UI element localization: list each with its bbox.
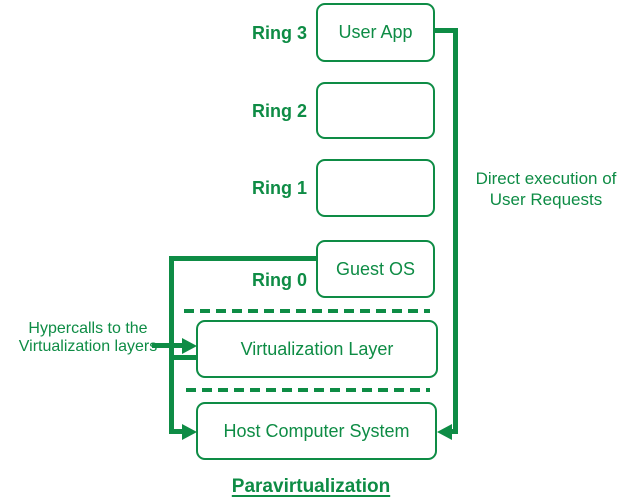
ring-0-label: Ring 0 [251, 270, 307, 290]
direct-execution-label: Direct execution of User Requests [460, 168, 631, 210]
ring-1-label: Ring 1 [251, 178, 307, 198]
hypercalls-label-line1: Hypercalls to the [28, 320, 148, 337]
diagram-title: Paravirtualization [231, 476, 391, 497]
direct-execution-line-top [434, 28, 458, 33]
virtualization-layer-output-stub [171, 355, 197, 360]
direct-execution-label-line1: Direct execution of [475, 169, 617, 188]
ring-2-label: Ring 2 [251, 101, 307, 121]
ring-2-box [316, 82, 435, 139]
dashed-separator-virtualization-host [186, 388, 430, 392]
guest-os-box: Guest OS [316, 240, 435, 298]
hypercalls-label: Hypercalls to the Virtualization layers [0, 320, 176, 356]
host-arrow-shaft-left [171, 429, 183, 434]
hypercall-arrow-shaft [152, 343, 183, 348]
dashed-separator-ring0-virtualization [184, 309, 430, 313]
arrow-left-into-host-icon [437, 424, 452, 440]
direct-execution-line-bottom [449, 429, 458, 434]
ring-1-box [316, 159, 435, 217]
direct-execution-line-vertical [453, 28, 458, 434]
virtualization-layer-box: Virtualization Layer [196, 320, 438, 378]
user-app-box: User App [316, 3, 435, 62]
direct-execution-label-line2: User Requests [489, 190, 603, 209]
host-computer-system-box: Host Computer System [196, 402, 437, 460]
hypercalls-label-line2: Virtualization layers [18, 338, 158, 355]
ring-3-label: Ring 3 [251, 23, 307, 43]
hypercall-line-top [169, 256, 316, 261]
arrow-right-into-host-icon [182, 424, 197, 440]
arrow-right-into-virtualization-layer-icon [182, 338, 197, 354]
